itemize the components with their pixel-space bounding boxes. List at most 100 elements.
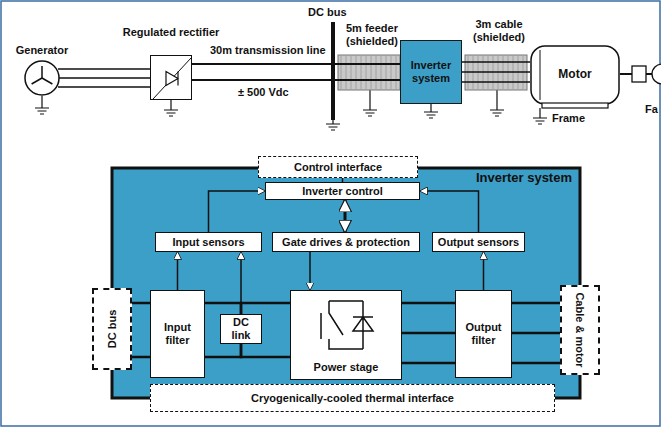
dc-link-box: DC link [220, 314, 262, 344]
connector-path [402, 362, 455, 365]
rectifier-box: Regulated rectifier [150, 55, 192, 100]
generator-circle [25, 61, 59, 95]
connector-path [512, 332, 560, 335]
ground-symbols [35, 90, 547, 130]
shield-stripe [391, 56, 392, 89]
connector [132, 303, 150, 357]
rectifier-diagonal [153, 58, 191, 99]
box-label: Inverter system [404, 59, 458, 84]
ground-symbol [490, 90, 504, 116]
box-label: DC link [224, 316, 258, 341]
connector-path [462, 81, 530, 83]
connector-path [512, 362, 560, 365]
shield-stripe [346, 56, 347, 89]
shield-stripe [396, 56, 397, 89]
shield-stripe [371, 56, 372, 89]
connector-path [177, 252, 179, 290]
connector-path [58, 68, 150, 70]
box-label: Input filter [154, 321, 201, 346]
ground-symbol [424, 104, 438, 118]
shield-stripe [351, 56, 352, 89]
generator-symbol: Generator [24, 60, 60, 96]
node-outline [151, 56, 193, 101]
connector-path [483, 252, 485, 290]
motor-body [531, 46, 619, 104]
shield-stripe [361, 56, 362, 89]
box-label: Cryogenically-cooled thermal interface [251, 392, 454, 405]
connector-path [402, 302, 455, 305]
inverter-box: Inverter system [400, 40, 462, 104]
filter-box: Input filter [150, 290, 205, 378]
connector-path [192, 63, 400, 65]
box-label: Input sensors [172, 236, 244, 249]
motor-shaft [620, 73, 632, 75]
box-label: Generator [16, 44, 69, 57]
inverter-housing [112, 168, 580, 398]
connector-path [309, 252, 311, 290]
connector [462, 62, 530, 82]
connector [345, 200, 346, 232]
shield-stripe [341, 56, 342, 89]
connector-path [241, 303, 290, 314]
process-box: Output sensors [432, 232, 525, 252]
connector [177, 252, 178, 290]
connector [209, 191, 266, 232]
connector-path [58, 77, 150, 79]
filter-box: Output filter [455, 290, 512, 378]
box-label: Gate drives & protection [282, 236, 410, 249]
shield-stripe [381, 56, 382, 89]
interface-box: Cryogenically-cooled thermal interface [150, 384, 555, 412]
shield-stripe [386, 56, 387, 89]
motor-symbol: Motor [530, 42, 620, 108]
process-box: Input sensors [155, 232, 262, 252]
connector-path [512, 302, 560, 305]
motor-end-plate [540, 50, 541, 100]
annotation-label: Frame [552, 112, 585, 125]
box-label: Output filter [459, 321, 508, 346]
group-title: Inverter system [476, 171, 572, 186]
shield-stripe [366, 56, 367, 89]
connector-path [205, 303, 241, 314]
dc-bus-bar [331, 22, 335, 120]
fan-symbol [652, 64, 661, 84]
turbine-blade [41, 66, 43, 78]
connector-path [462, 61, 530, 63]
annotation-label: 30m transmission line [210, 44, 326, 57]
annotation-label: 5m feeder (shielded) [342, 22, 402, 47]
connector-path [58, 86, 150, 88]
connector [483, 252, 484, 290]
annotation-label: Fa [645, 103, 658, 116]
shield-stripes [341, 56, 396, 89]
annotation-label: ± 500 Vdc [238, 86, 289, 99]
connector-path [402, 332, 455, 335]
connector [192, 64, 400, 80]
process-box: Gate drives & protection [272, 232, 420, 252]
ground-symbol [533, 108, 547, 124]
connector-path [420, 191, 479, 232]
coupling-box [632, 66, 646, 82]
turbine-blade [42, 78, 52, 84]
shield-stripe [376, 56, 377, 89]
box-label: DC bus [106, 310, 119, 349]
feeder-shield [338, 55, 400, 90]
annotation-label: 3m cable (shielded) [466, 18, 532, 43]
box-label: Power stage [291, 361, 401, 374]
diode-symbol [166, 72, 178, 86]
connector-path [132, 302, 150, 305]
interface-box: DC bus [92, 288, 132, 370]
fan-shaft [646, 73, 652, 75]
annotation-label: DC bus [308, 6, 347, 19]
turbine-blade [32, 78, 42, 84]
connector-path [192, 79, 400, 81]
interface-box: Cable & motor [560, 285, 600, 375]
process-box: Inverter control [265, 182, 420, 200]
box-label: Control interface [294, 161, 382, 174]
ground-symbol [164, 100, 178, 116]
connector-path [209, 191, 266, 232]
shield-stripe [356, 56, 357, 89]
connector-path [462, 71, 530, 73]
node-outline [24, 60, 60, 96]
box-label: Output sensors [438, 236, 519, 249]
